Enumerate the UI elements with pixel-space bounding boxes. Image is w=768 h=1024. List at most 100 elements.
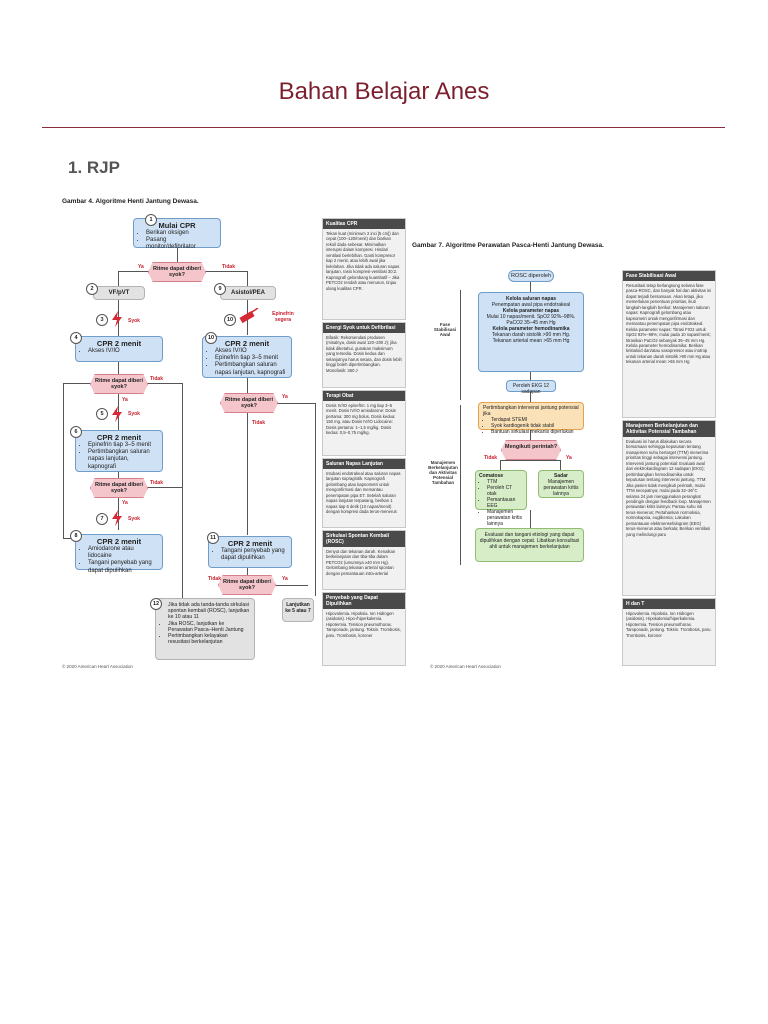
panel-text: Hipovolemia. Hipoksia. Ion Hidrogen (asi… [626, 611, 712, 638]
figure-4-copyright: © 2020 American Heart Association [62, 664, 133, 669]
decision-shockable-5: Ritme dapat diberi syok? [218, 575, 276, 595]
yes-label: Ya [282, 576, 288, 582]
connector [147, 487, 182, 488]
panel-text: Intubasi endotrakeal atau saluran napas … [326, 471, 401, 515]
list-item: Akses IV/IO [88, 348, 158, 355]
connector [275, 403, 315, 404]
list-item: Pertimbangkan saluran napas lanjutan, ka… [88, 449, 158, 471]
list-item: Akses IV/IO [215, 348, 287, 355]
list-item: Epinefrin tiap 3–5 menit [88, 442, 158, 449]
step-number: 9 [214, 283, 226, 295]
panel-text: Denyut dan tekanan darah. Kenaikan berke… [326, 549, 396, 576]
panel-title: Fase Stabilisasi Awal [623, 271, 715, 281]
cpr-2min-box-b: CPR 2 menit Epinefrin tiap 3–5 menit Per… [75, 430, 163, 472]
yes-label: Ya [122, 397, 128, 403]
list-item: Epinefrin tiap 3–5 menit [215, 355, 287, 362]
panel-ongoing-management: Manajemen Berkelanjutan dan Aktivitas Po… [622, 420, 716, 596]
panel-text: Evaluasi ini harus dilakukan secara bers… [626, 439, 711, 537]
shock-label: Syok [128, 516, 140, 522]
panel-title: Penyebab yang Dapat Dipulihkan [323, 593, 405, 609]
panel-shock-energy: Energi Syok untuk Defibrilasi Bifasik: R… [322, 322, 406, 388]
panel-text: Resusitasi tetap berlangsung selama fase… [626, 283, 712, 365]
panel-initial-stabilization: Fase Stabilisasi Awal Resusitasi tetap b… [622, 270, 716, 418]
hemo-title: Kelola parameter hemodinamika [492, 326, 570, 332]
shock-bolt-icon [112, 311, 122, 327]
figure-7-caption: Gambar 7. Algoritme Perawatan Pasca-Hent… [412, 242, 604, 249]
intervention-title: Pertimbangkan intervensi jantung potensi… [483, 405, 579, 417]
step-number: 5 [96, 408, 108, 420]
list-item: Amiodarone atau lidocaine [88, 546, 158, 560]
cpr-2min-box-e: CPR 2 menit Tangani penyebab yang dapat … [208, 536, 292, 568]
connector [500, 460, 501, 470]
step-number: 8 [70, 530, 82, 542]
decision-shockable-3: Ritme dapat diberi syok? [220, 393, 278, 413]
list-item: Berikan oksigen [146, 230, 216, 237]
panel-advanced-airway: Saluran Napas Lanjutan Intubasi endotrak… [322, 458, 406, 528]
step-number: 11 [207, 532, 219, 544]
no-label: Tidak [208, 576, 221, 582]
connector [118, 271, 119, 286]
decision-shockable-2: Ritme dapat diberi syok? [90, 374, 148, 394]
no-label: Tidak [484, 455, 497, 461]
start-cpr-title: Mulai CPR [158, 221, 196, 230]
connector [530, 372, 531, 380]
section-heading: 1. RJP [68, 158, 120, 177]
phase-ongoing-label: Manajemen Berkelanjutan dan Aktivitas Po… [428, 460, 458, 485]
follows-commands-decision: Mengikuti perintah? [501, 440, 561, 460]
list-item: Pertimbangkan saluran napas lanjutan, ka… [215, 362, 287, 376]
comatose-box: Comatose TTM Peroleh CT otak Pemantauan … [475, 470, 527, 527]
cpr-2min-box-c: CPR 2 menit Amiodarone atau lidocaine Ta… [75, 534, 163, 574]
panel-title: Manajemen Berkelanjutan dan Aktivitas Po… [623, 421, 715, 437]
panel-title: Energi Syok untuk Defibrilasi [323, 323, 405, 333]
page-title: Bahan Belajar Anes [278, 78, 490, 105]
asystole-pea-box: Asistol/PEA [220, 286, 276, 300]
stabilization-box: Kelola saluran napas Penempatan awal pip… [478, 292, 584, 372]
yes-label: Ya [282, 394, 288, 400]
no-label: Tidak [252, 420, 265, 426]
connector [500, 460, 560, 461]
connector [63, 383, 64, 538]
no-label: Tidak [150, 480, 163, 486]
panel-cpr-quality: Kualitas CPR Tekan kuat (minimum 2 inci … [322, 218, 406, 320]
airway-title: Kelola saluran napas [505, 296, 557, 302]
shock-label: Syok [128, 318, 140, 324]
list-item: Tangani penyebab yang dapat dipulihkan [221, 548, 287, 562]
list-item: Pertimbangkan kelayakan resusitasi berke… [168, 633, 250, 645]
ekg-box: Peroleh EKG 12 sadapan [506, 380, 556, 395]
rosc-box: ROSC diperoleh [508, 270, 554, 282]
decision-shockable-4: Ritme dapat diberi syok? [90, 478, 148, 498]
connector [147, 383, 182, 384]
final-box: Jika tidak ada tanda-tanda sirkulasi spo… [155, 598, 255, 660]
list-item: Peroleh CT otak [487, 485, 523, 497]
connector [530, 392, 531, 402]
figure-7-copyright: © 2020 American Heart Association [430, 664, 501, 669]
cpr-2min-box-a: CPR 2 menit Akses IV/IO [75, 336, 163, 362]
step-number: 2 [86, 283, 98, 295]
list-item: Tangani penyebab yang dapat dipulihkan [88, 560, 158, 574]
list-item: Jika ROSC, lanjutkan ke Perawatan Pasca–… [168, 621, 250, 633]
cpr-title: CPR 2 menit [96, 339, 142, 348]
comatose-title: Comatose [479, 473, 504, 479]
connector [530, 282, 531, 292]
cpr-title: CPR 2 menit [96, 537, 142, 546]
panel-text: Tekan kuat (minimum 2 inci [5 cm]) dan c… [326, 231, 400, 291]
step-number: 10 [205, 332, 217, 344]
vf-pvt-box: VF/pVT [93, 286, 145, 300]
list-item: Bantuan sirkulasi mekanis diperlukan [491, 429, 579, 435]
connector [276, 585, 308, 586]
continue-box: Lanjutkan ke 5 atau 7 [282, 598, 314, 622]
hemo-text: Tekanan darah sistolik >90 mm Hg. Tekana… [491, 332, 571, 344]
panel-title: Sirkulasi Spontan Kembali (ROSC) [323, 531, 405, 547]
cpr-title: CPR 2 menit [96, 433, 142, 442]
resp-text: Mulai 10 napas/menit. SpO2 92%–98%. PaCO… [486, 314, 576, 326]
airway-text: Penempatan awal pipa endotrakeal [491, 302, 571, 308]
connector [315, 403, 316, 596]
cpr-title: CPR 2 menit [227, 539, 273, 548]
list-item: Syok kardiogenik tidak stabil [491, 423, 579, 429]
connector [247, 378, 248, 393]
step-number: 10 [224, 314, 236, 326]
step-number: 4 [70, 332, 82, 344]
bracket [460, 405, 461, 565]
panel-title: Terapi Obat [323, 391, 405, 401]
cardiac-intervention-box: Pertimbangkan intervensi jantung potensi… [478, 402, 584, 435]
